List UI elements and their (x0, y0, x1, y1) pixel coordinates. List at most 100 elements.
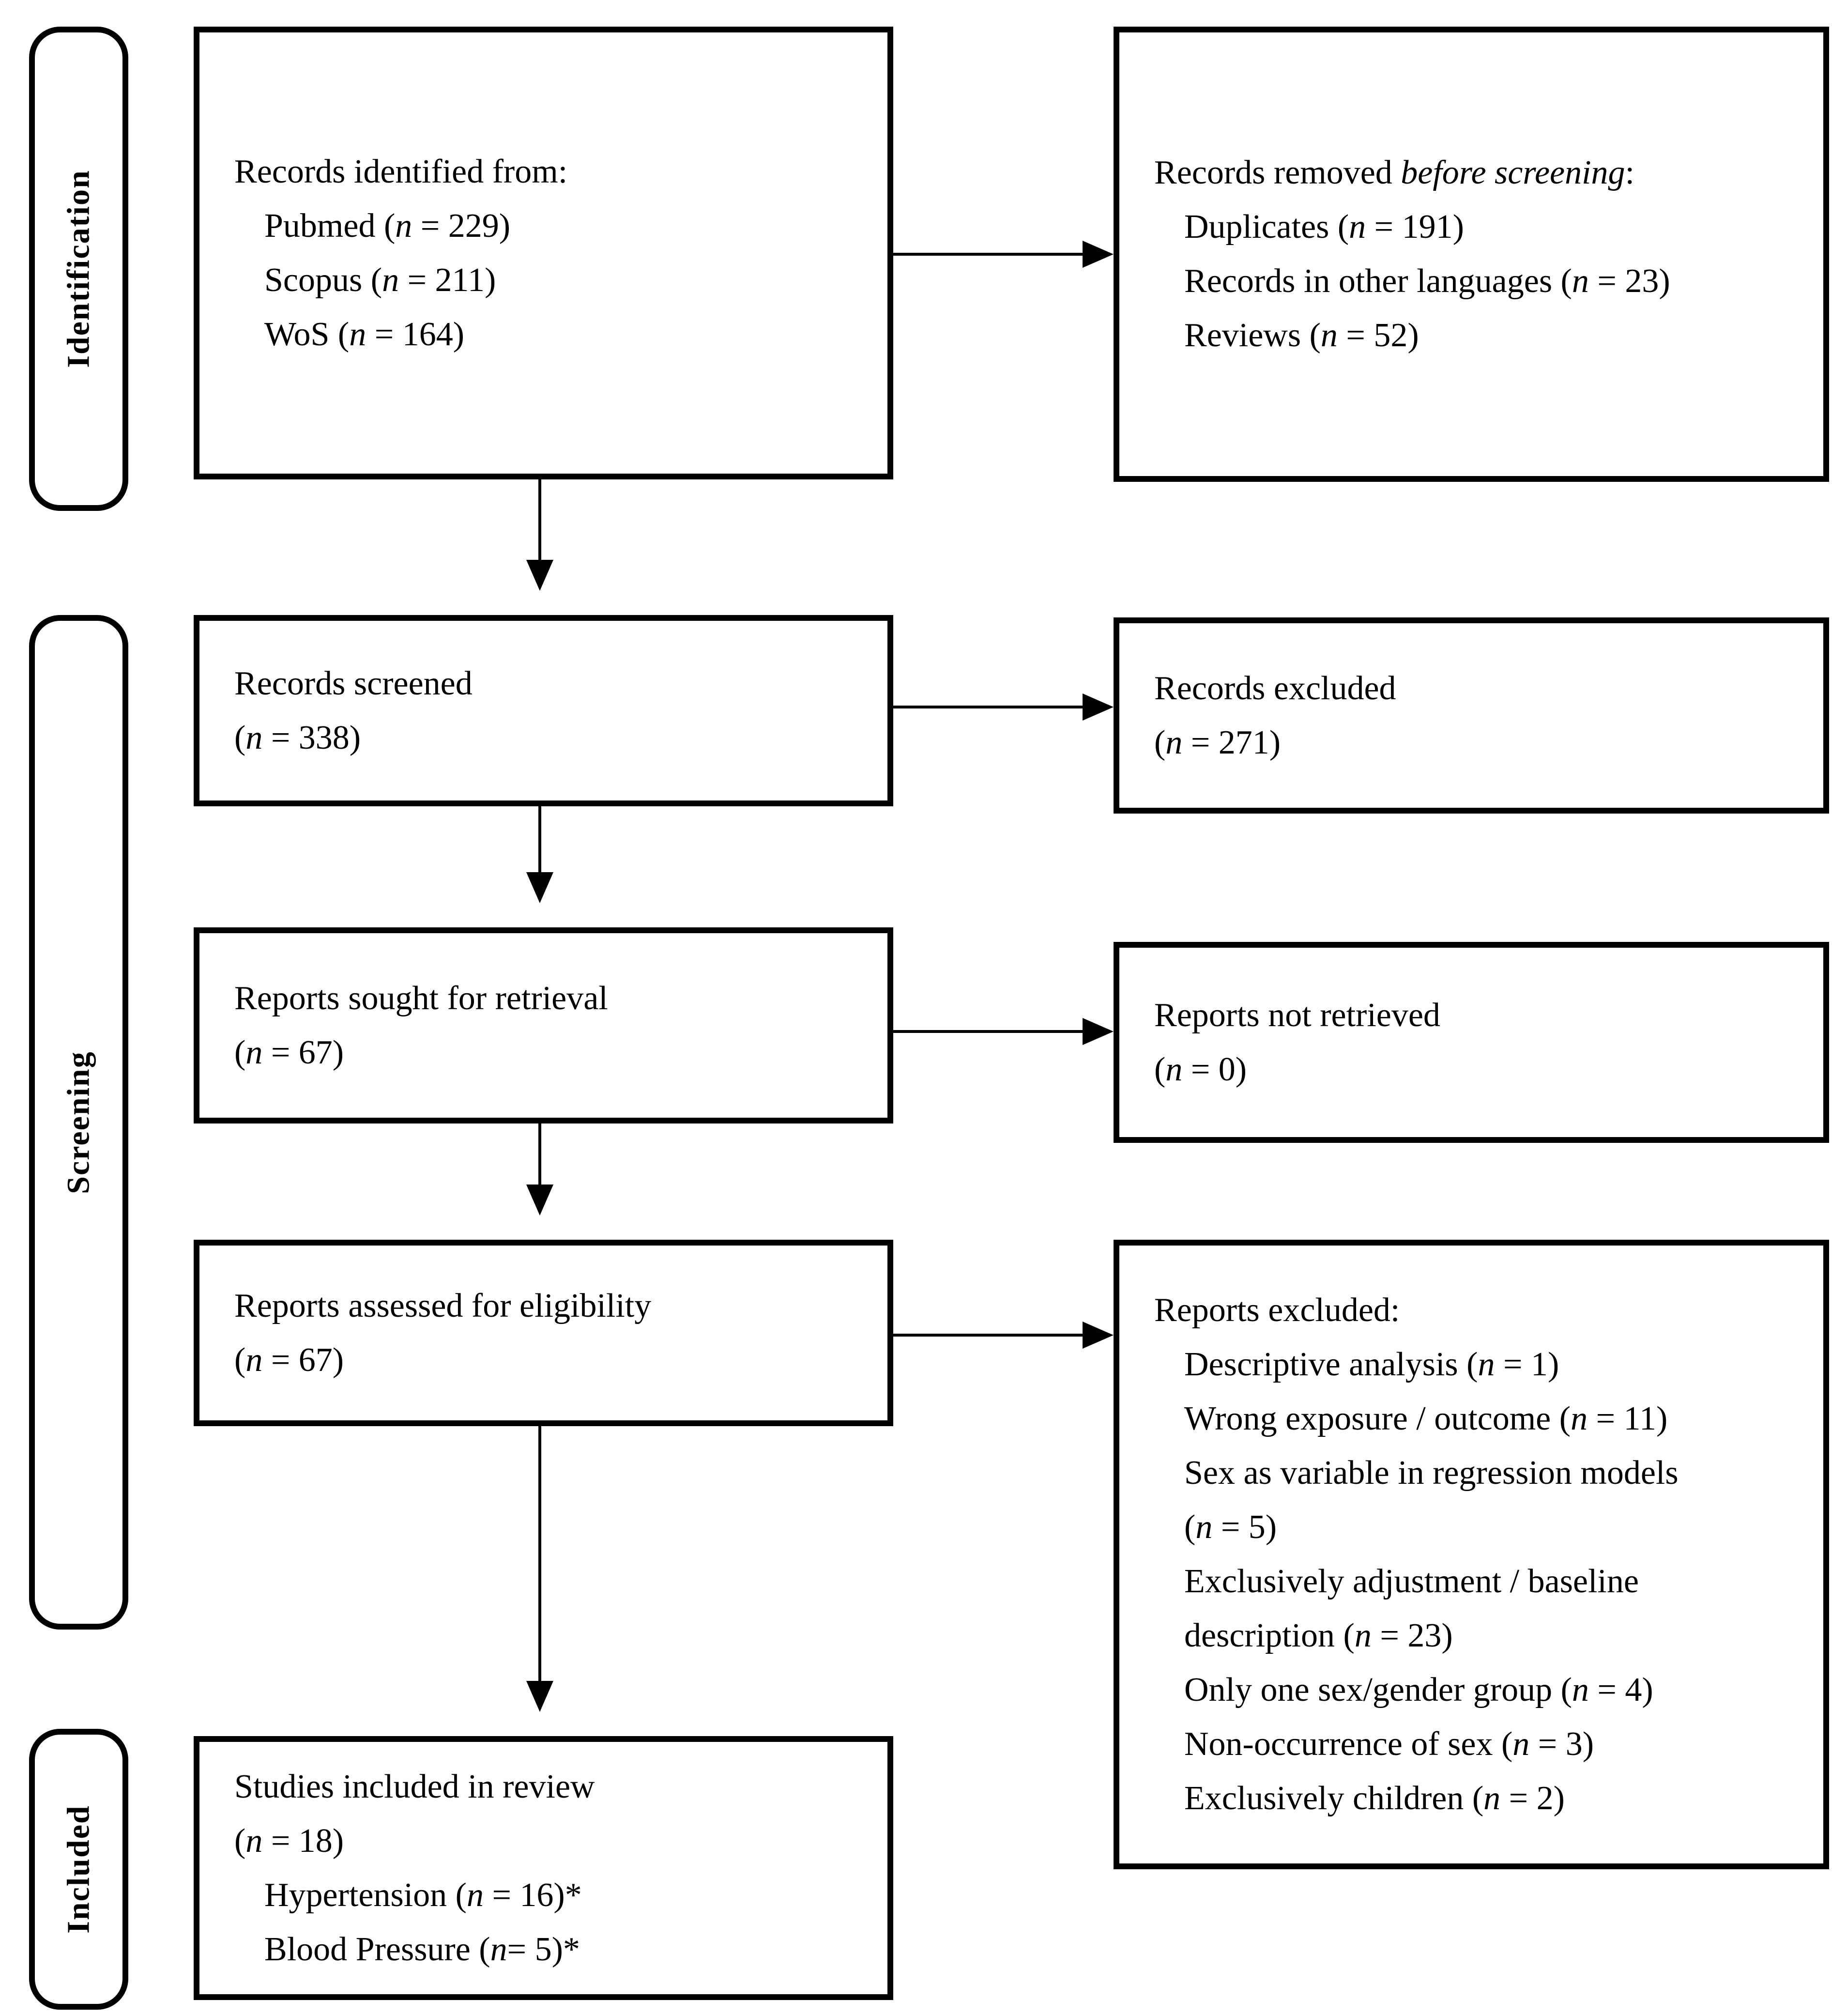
arrow-assessed-to-included-line (538, 1426, 541, 1682)
text-segment: Records screened (234, 664, 473, 702)
text-line: (n = 0) (1154, 1043, 1788, 1097)
italic-text-segment: n (1512, 1725, 1530, 1763)
italic-text-segment: n (245, 1033, 263, 1071)
text-segment: = 5)* (507, 1930, 580, 1968)
text-line: Blood Pressure (n= 5)* (234, 1923, 853, 1977)
text-line: (n = 67) (234, 1026, 853, 1080)
italic-text-segment: n (1349, 208, 1366, 246)
box-reports-assessed-for-eligibility: Reports assessed for eligibility (n = 67) (194, 1240, 893, 1426)
text-line: Exclusively adjustment / baseline (1154, 1554, 1788, 1609)
text-segment: Blood Pressure ( (264, 1930, 490, 1968)
text-line: (n = 5) (1154, 1500, 1788, 1554)
text-line: Reports sought for retrieval (234, 971, 853, 1026)
italic-text-segment: n (1478, 1346, 1495, 1383)
text-segment: ( (1154, 1050, 1166, 1088)
arrow-screened-to-sought-head-icon (526, 872, 553, 903)
italic-text-segment: n (349, 315, 366, 353)
text-segment: = 67) (262, 1033, 344, 1071)
text-segment: = 229) (412, 207, 511, 245)
text-line: Descriptive analysis (n = 1) (1154, 1338, 1788, 1392)
italic-text-segment: n (395, 207, 412, 245)
text-segment: ( (234, 719, 246, 756)
italic-text-segment: n (245, 719, 263, 756)
italic-text-segment: n (1571, 1400, 1588, 1437)
text-line: Reports not retrieved (1154, 988, 1788, 1043)
text-segment: Hypertension ( (264, 1876, 467, 1914)
arrow-assessed-to-excluded-line (893, 1334, 1084, 1337)
text-line: Scopus (n = 211) (234, 253, 853, 308)
text-segment: = 16)* (483, 1876, 582, 1914)
text-segment: WoS ( (264, 315, 350, 353)
text-segment: Descriptive analysis ( (1184, 1346, 1478, 1383)
text-segment: = 211) (399, 261, 496, 299)
arrow-sought-to-assessed-head-icon (526, 1185, 553, 1216)
text-segment: Records in other languages ( (1184, 262, 1572, 300)
box-records-screened: Records screened (n = 338) (194, 615, 893, 806)
arrow-identified-to-removed-head-icon (1083, 241, 1114, 268)
italic-text-segment: n (1354, 1617, 1372, 1654)
text-line: (n = 271) (1154, 716, 1788, 770)
text-segment: Records identified from: (234, 153, 568, 190)
text-segment: = 23) (1371, 1617, 1453, 1654)
text-line: Non-occurrence of sex (n = 3) (1154, 1717, 1788, 1771)
stage-label-included-text: Included (61, 1805, 96, 1934)
text-segment: description ( (1184, 1617, 1355, 1654)
text-segment: Scopus ( (264, 261, 382, 299)
box-records-removed-before-screening: Records removed before screening:Duplica… (1114, 27, 1829, 482)
arrow-assessed-to-included-head-icon (526, 1681, 553, 1712)
text-segment: = 0) (1182, 1050, 1247, 1088)
text-line: Hypertension (n = 16)* (234, 1868, 853, 1923)
text-segment: Only one sex/gender group ( (1184, 1671, 1572, 1708)
text-line: (n = 67) (234, 1333, 853, 1387)
text-segment: = 5) (1212, 1508, 1277, 1546)
text-line: (n = 18) (234, 1814, 853, 1868)
box-studies-included-in-review: Studies included in review(n = 18)Hypert… (194, 1736, 893, 2000)
arrow-assessed-to-excluded-head-icon (1083, 1322, 1114, 1349)
text-segment: Exclusively children ( (1184, 1780, 1484, 1817)
text-line: Reviews (n = 52) (1154, 308, 1788, 363)
text-segment: = 4) (1588, 1671, 1653, 1708)
arrow-sought-to-assessed-line (538, 1123, 541, 1185)
text-segment: = 191) (1366, 208, 1464, 246)
text-line: Wrong exposure / outcome (n = 11) (1154, 1392, 1788, 1446)
arrow-screened-to-excluded-line (893, 706, 1084, 708)
text-segment: Pubmed ( (264, 207, 396, 245)
text-segment: ( (1154, 723, 1166, 761)
text-line: Studies included in review (234, 1760, 853, 1814)
text-segment: Sex as variable in regression models (1184, 1454, 1679, 1492)
text-segment: = 23) (1588, 262, 1670, 300)
stage-label-included: Included (29, 1729, 128, 2010)
text-line: Sex as variable in regression models (1154, 1446, 1788, 1500)
text-segment: = 271) (1182, 723, 1281, 761)
text-segment: Non-occurrence of sex ( (1184, 1725, 1513, 1763)
text-segment: Reports assessed for eligibility (234, 1287, 652, 1324)
arrow-screened-to-excluded-head-icon (1083, 693, 1114, 721)
text-segment: = 3) (1529, 1725, 1594, 1763)
arrow-sought-to-not-retrieved-head-icon (1083, 1018, 1114, 1045)
text-line: Records in other languages (n = 23) (1154, 254, 1788, 308)
text-segment: Wrong exposure / outcome ( (1184, 1400, 1571, 1437)
italic-text-segment: n (1320, 317, 1338, 354)
text-segment: = 18) (262, 1822, 344, 1860)
box-reports-sought-for-retrieval: Reports sought for retrieval (n = 67) (194, 927, 893, 1123)
text-segment: Reports excluded: (1154, 1292, 1400, 1329)
text-segment: ( (234, 1033, 246, 1071)
text-line: Records removed before screening: (1154, 146, 1788, 200)
text-line: description (n = 23) (1154, 1609, 1788, 1663)
text-segment: Reports sought for retrieval (234, 979, 608, 1017)
italic-text-segment: n (490, 1930, 507, 1968)
text-line: Reports excluded: (1154, 1283, 1788, 1338)
stage-label-screening: Screening (29, 615, 128, 1630)
italic-text-segment: n (1165, 723, 1183, 761)
text-segment: = 164) (366, 315, 465, 353)
italic-text-segment: n (1572, 1671, 1589, 1708)
text-segment: ( (234, 1341, 246, 1379)
italic-text-segment: n (1195, 1508, 1213, 1546)
italic-text-segment: n (245, 1822, 263, 1860)
box-records-identified: Records identified from:Pubmed (n = 229)… (194, 27, 893, 479)
text-line: (n = 338) (234, 711, 853, 765)
arrow-sought-to-not-retrieved-line (893, 1030, 1084, 1033)
box-records-excluded: Records excluded(n = 271) (1114, 617, 1829, 814)
italic-text-segment: n (382, 261, 399, 299)
